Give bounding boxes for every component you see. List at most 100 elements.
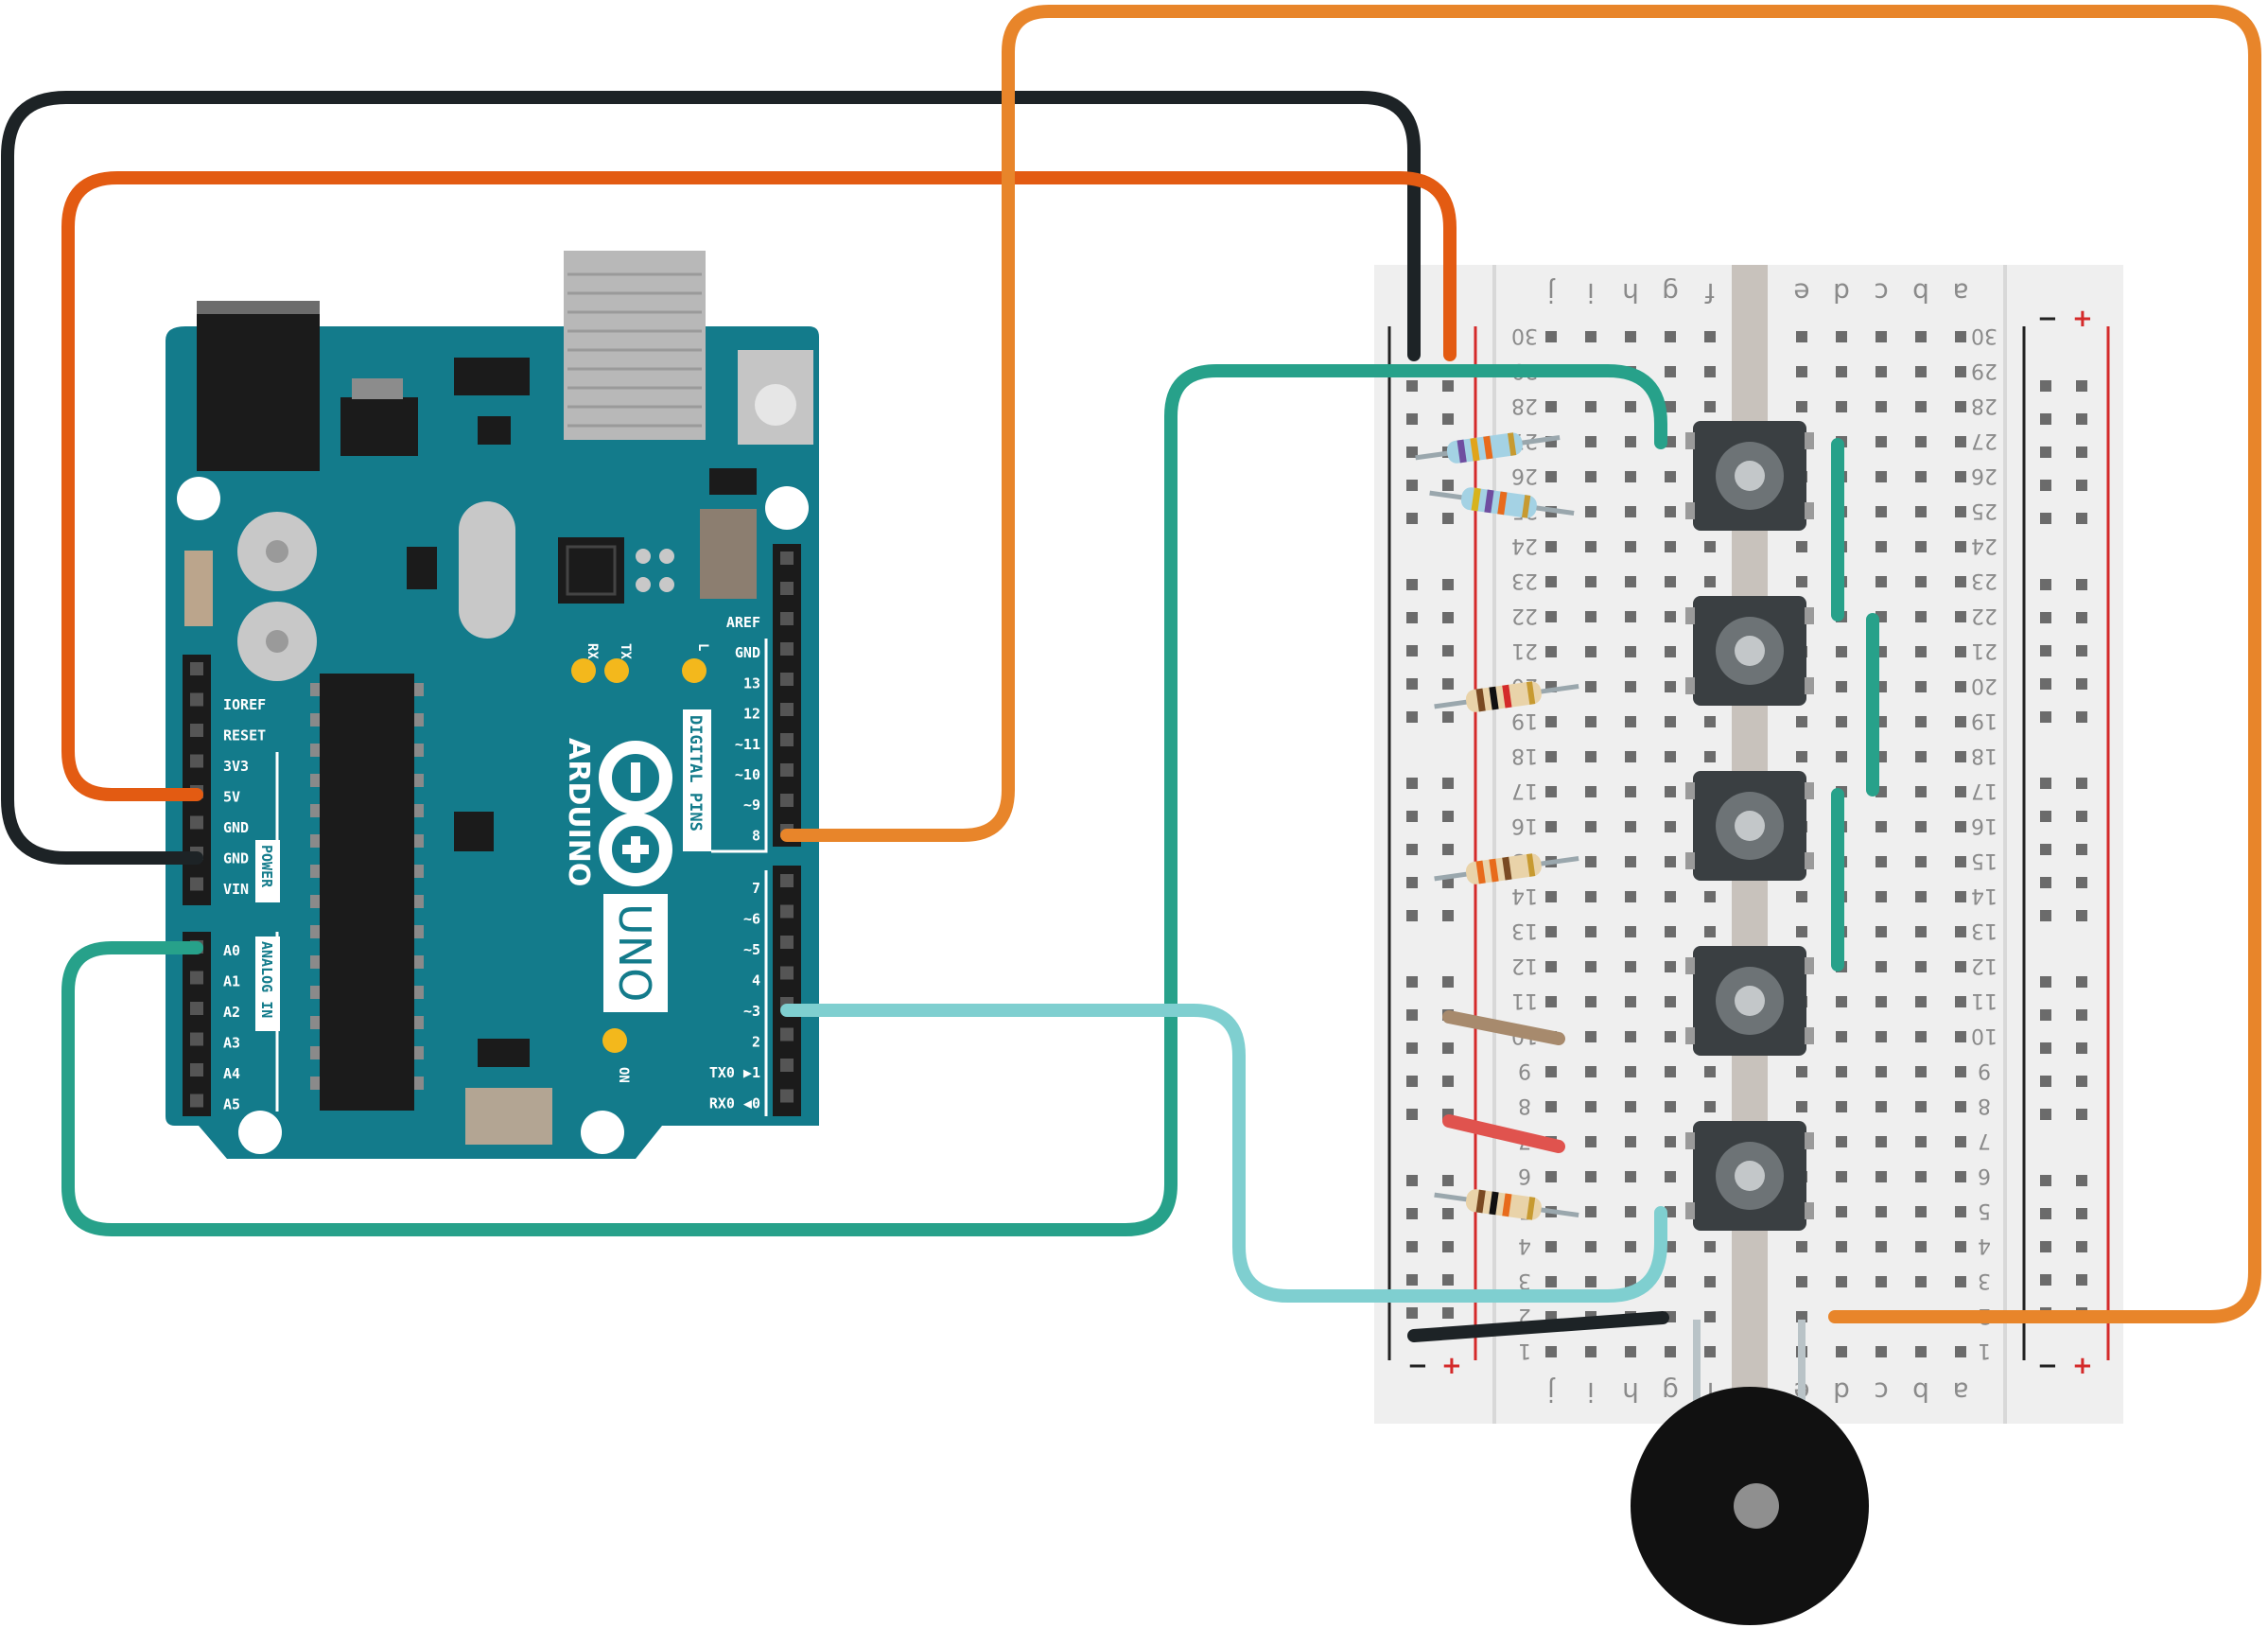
column-label: g xyxy=(1662,277,1679,308)
breadboard-hole xyxy=(1585,646,1596,657)
pin-label: GND xyxy=(735,644,760,661)
header-socket xyxy=(780,1027,794,1042)
header-socket xyxy=(780,582,794,595)
row-label: 6 xyxy=(1978,1164,1991,1187)
breadboard-hole xyxy=(1836,1241,1847,1252)
arduino-brand: ARDUINO xyxy=(562,738,595,886)
header-socket xyxy=(780,703,794,716)
breadboard-hole xyxy=(1704,716,1716,727)
rail-hole xyxy=(1406,1009,1418,1021)
breadboard-hole xyxy=(1545,611,1557,622)
breadboard-hole xyxy=(1915,401,1927,412)
breadboard-hole xyxy=(1585,1241,1596,1252)
breadboard-hole xyxy=(1915,366,1927,377)
breadboard-hole xyxy=(1545,331,1557,342)
rail-hole xyxy=(1406,1042,1418,1054)
breadboard-hole xyxy=(1955,646,1966,657)
breadboard-hole xyxy=(1915,506,1927,517)
breadboard-hole xyxy=(1875,576,1887,587)
rail-hole xyxy=(2076,1109,2087,1120)
breadboard-hole xyxy=(1545,1101,1557,1112)
rail-hole xyxy=(2076,1042,2087,1054)
breadboard-hole xyxy=(1836,1276,1847,1287)
breadboard-hole xyxy=(1665,471,1676,482)
row-label: 19 xyxy=(1971,709,1998,732)
rail-hole xyxy=(1442,678,1454,690)
rail-hole xyxy=(1442,612,1454,623)
breadboard-hole xyxy=(1625,541,1636,552)
rail-hole xyxy=(1442,1042,1454,1054)
breadboard-hole xyxy=(1915,926,1927,937)
header-socket xyxy=(780,673,794,686)
row-label: 8 xyxy=(1978,1094,1991,1117)
wire-a0-teal xyxy=(61,364,1667,1236)
header-socket xyxy=(190,815,203,830)
small-chip xyxy=(478,1039,530,1067)
row-label: 12 xyxy=(1971,954,1998,977)
rail-hole xyxy=(2076,480,2087,491)
rail-hole xyxy=(2076,413,2087,425)
row-label: 22 xyxy=(1971,604,1998,627)
rail-hole xyxy=(2076,910,2087,921)
breadboard-hole xyxy=(1836,1101,1847,1112)
breadboard-hole xyxy=(1915,751,1927,762)
rail-hole xyxy=(2076,844,2087,855)
breadboard-hole xyxy=(1665,821,1676,832)
rail-hole xyxy=(2040,1274,2051,1286)
icsp-header xyxy=(700,509,757,599)
pin-label: A1 xyxy=(223,973,240,990)
breadboard-hole xyxy=(1955,541,1966,552)
rail-hole xyxy=(2040,1109,2051,1120)
breadboard-hole xyxy=(1704,1276,1716,1287)
rail-hole xyxy=(2076,1009,2087,1021)
row-label: 30 xyxy=(1971,324,1998,347)
breadboard-hole xyxy=(1875,541,1887,552)
breadboard-hole xyxy=(1915,1241,1927,1252)
led-rx xyxy=(571,658,596,683)
column-label: a xyxy=(1952,277,1968,308)
pushbutton xyxy=(1685,946,1814,1056)
breadboard-hole xyxy=(1545,1171,1557,1182)
breadboard-hole xyxy=(1704,1241,1716,1252)
rail-hole xyxy=(1406,711,1418,723)
rail-right-minus-top: − xyxy=(2037,305,2058,333)
header-socket xyxy=(780,904,794,919)
breadboard-hole xyxy=(1585,961,1596,972)
digital-label-bg xyxy=(683,709,711,851)
breadboard-hole xyxy=(1625,1241,1636,1252)
rail-hole xyxy=(1442,380,1454,392)
column-label: b xyxy=(1912,277,1929,308)
led-rx-label: RX xyxy=(584,643,600,659)
breadboard-hole xyxy=(1585,996,1596,1007)
rail-left-plus-top: + xyxy=(1441,1352,1462,1380)
row-label: 22 xyxy=(1511,604,1538,627)
breadboard-hole xyxy=(1585,891,1596,902)
rail-hole xyxy=(1442,645,1454,656)
breadboard-hole xyxy=(1625,331,1636,342)
chip-pin xyxy=(310,804,320,817)
rail-hole xyxy=(2040,1175,2051,1186)
resistors xyxy=(1415,432,1579,1220)
chip-pin xyxy=(414,744,424,757)
resistor xyxy=(1434,1189,1579,1220)
breadboard-hole xyxy=(1545,926,1557,937)
breadboard-hole xyxy=(1875,366,1887,377)
breadboard-hole xyxy=(1955,366,1966,377)
breadboard-hole xyxy=(1915,996,1927,1007)
breadboard-hole xyxy=(1665,1241,1676,1252)
row-label: 8 xyxy=(1518,1094,1531,1117)
usb-connector xyxy=(564,251,706,440)
chip-pin xyxy=(310,895,320,908)
resistor xyxy=(1434,853,1579,884)
piezo-center xyxy=(1734,1483,1779,1529)
resistor xyxy=(1434,681,1579,712)
breadboard-hole xyxy=(1955,506,1966,517)
test-points xyxy=(636,549,674,592)
breadboard-hole xyxy=(1585,786,1596,797)
chip-pin xyxy=(310,865,320,878)
rail-hole xyxy=(1406,1109,1418,1120)
chip-pin xyxy=(414,834,424,848)
chip-pin xyxy=(310,986,320,999)
